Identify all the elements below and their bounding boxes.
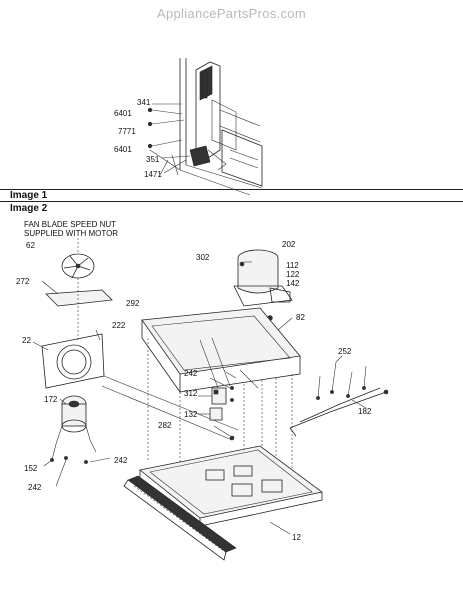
callout-222: 222 xyxy=(112,321,126,330)
fan-blade xyxy=(61,238,95,279)
callout-351: 351 xyxy=(146,155,160,164)
callout-272: 272 xyxy=(16,277,30,286)
watermark: AppliancePartsPros.com xyxy=(157,6,306,21)
callout-302: 302 xyxy=(196,253,210,262)
callout-82: 82 xyxy=(296,313,305,322)
callout-1471: 1471 xyxy=(144,170,162,179)
fan-motor xyxy=(43,395,111,487)
fan-shroud xyxy=(45,289,113,307)
callout-282: 282 xyxy=(158,421,172,430)
callout-242-mid: 242 xyxy=(184,369,198,378)
callout-7771: 7771 xyxy=(118,127,136,136)
fan-bracket xyxy=(32,329,105,389)
image2-callouts: FAN BLADE SPEED NUT SUPPLIED WITH MOTOR … xyxy=(16,220,372,542)
callout-22: 22 xyxy=(22,336,31,345)
image1-drawing xyxy=(147,58,263,196)
section-divider-bottom xyxy=(0,201,463,202)
callout-152: 152 xyxy=(24,464,38,473)
callout-62: 62 xyxy=(26,241,35,250)
callout-341: 341 xyxy=(137,98,151,107)
machine-compartment xyxy=(141,307,301,500)
callout-242-right: 242 xyxy=(114,456,128,465)
callout-6401-top: 6401 xyxy=(114,109,132,118)
compressor xyxy=(233,249,293,337)
callout-252: 252 xyxy=(338,347,352,356)
section-divider-top xyxy=(0,189,463,190)
image1-callouts: 341 6401 7771 6401 351 1471 xyxy=(114,98,162,179)
note-line-2: SUPPLIED WITH MOTOR xyxy=(24,229,118,238)
callout-172: 172 xyxy=(44,395,58,404)
callout-242-left: 242 xyxy=(28,483,42,492)
relay-and-overload xyxy=(198,377,235,441)
callout-132: 132 xyxy=(184,410,198,419)
callout-292: 292 xyxy=(126,299,140,308)
callout-6401-bottom: 6401 xyxy=(114,145,132,154)
callout-112: 112 xyxy=(286,261,299,270)
callout-12: 12 xyxy=(292,533,301,542)
callout-202: 202 xyxy=(282,240,296,249)
callout-312: 312 xyxy=(184,389,198,398)
callout-182: 182 xyxy=(358,407,372,416)
base-pan xyxy=(123,445,323,561)
image2-label: Image 2 xyxy=(10,203,48,214)
note-line-1: FAN BLADE SPEED NUT xyxy=(24,220,116,229)
wire-harness xyxy=(289,355,389,437)
callout-142: 142 xyxy=(286,279,300,288)
callout-122: 122 xyxy=(286,270,300,279)
image1-label: Image 1 xyxy=(10,190,48,201)
